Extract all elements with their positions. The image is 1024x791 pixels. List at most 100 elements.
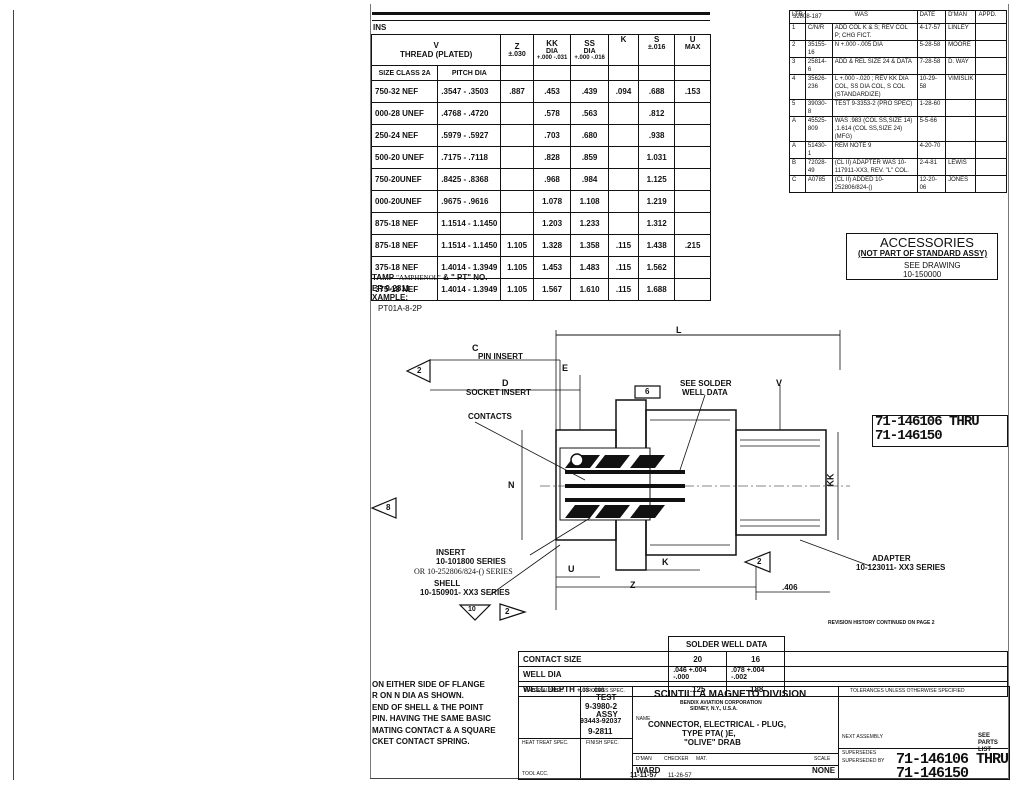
- table-cell-k: .115: [607, 278, 640, 301]
- stamp-note-line3: XAMPLE:: [372, 293, 408, 302]
- supersedes-label: SUPERSEDES: [842, 750, 877, 756]
- part-range-box: [872, 415, 1008, 447]
- flag-2-bottom-shape: [499, 603, 527, 621]
- adapter-body: [645, 409, 737, 556]
- col-k-header: K: [607, 34, 640, 66]
- table-cell-size: 250-24 NEF: [370, 124, 439, 147]
- thread-rows: 750-32 NEF.3547 - .3503.887.453.439.094.…: [370, 80, 711, 301]
- dim-kk-label: KK: [825, 473, 836, 487]
- flag-2-right: 2: [757, 557, 762, 566]
- revision-cell-ltr: 3: [789, 57, 806, 75]
- tb-hline-3: [632, 765, 838, 766]
- col-v-label: V: [433, 41, 439, 50]
- table-row: 750-32 NEF.3547 - .3503.887.453.439.094.…: [370, 80, 711, 103]
- sw-blank-2: [784, 666, 1008, 682]
- well-data-label: WELL DATA: [682, 388, 728, 397]
- revision-cell-dman: LINLEY: [945, 23, 977, 41]
- part-name-line-3: "OLIVE" DRAB: [684, 738, 741, 747]
- stamp-note-line2: ER 9-2811: [372, 284, 410, 293]
- superseded-by-label: SUPERSEDED BY: [842, 758, 885, 764]
- col-k-label: K: [620, 35, 627, 44]
- accessories-box: [846, 233, 998, 280]
- col-kk-tol: +.000 -.031: [536, 55, 568, 61]
- col-thread-label: THREAD (PLATED): [400, 50, 473, 59]
- revision-cell-dman: JONES: [945, 175, 977, 193]
- table-cell-s: 1.688: [638, 278, 676, 301]
- flag-10: 10: [468, 606, 476, 613]
- flag-2-top-shape: [405, 359, 431, 383]
- adapter-label: ADAPTER: [872, 554, 911, 563]
- scale-label: SCALE: [814, 756, 831, 762]
- revision-cell-date: 12-20-06: [916, 175, 947, 193]
- note-line-2: R ON N DIA AS SHOWN.: [372, 691, 464, 700]
- table-cell-z: 1.105: [500, 278, 534, 301]
- mat-label: MAT.: [696, 756, 708, 762]
- revision-cell-desc: (CL II) ADDED 10-252806/824-(): [831, 175, 918, 193]
- left-margin-line: [13, 10, 14, 780]
- col-ss-sub: DIA: [583, 48, 596, 55]
- accessories-subtitle: (NOT PART OF STANDARD ASSY): [858, 249, 988, 258]
- stamp-note-1c: & " PT" NO.: [443, 273, 488, 282]
- table-cell-size: 375-18 NEF: [370, 278, 439, 301]
- date-value: 11-11-57: [630, 772, 658, 779]
- stamp-note-line1: TAMP "AMPHENOL" & " PT" NO.: [372, 273, 488, 282]
- frame-right-line: [1008, 4, 1009, 779]
- table-top-rule: [372, 12, 710, 15]
- sw-depth-b: .188: [726, 681, 786, 697]
- col-ss-tol: +.000 -.016: [574, 55, 605, 61]
- sw-title-blank: [519, 637, 669, 652]
- flag-8: 8: [386, 503, 391, 512]
- sw-depth-label: WELL DEPTH: [523, 684, 575, 694]
- process-spec-1: 9-3980-2: [585, 702, 618, 711]
- table-cell-u: [674, 278, 711, 301]
- sw-blank-3: [784, 681, 1008, 697]
- col-z-tol: ±.030: [508, 51, 526, 58]
- revision-cell-dman: MOORE: [945, 40, 977, 58]
- insert-or-label: OR 10-252806/824-() SERIES: [414, 567, 513, 576]
- stamp-note-1a: TAMP: [372, 273, 394, 282]
- process-spec-3: 9-2811: [588, 727, 613, 736]
- shell-label: SHELL: [434, 579, 461, 588]
- name-label: NAME: [636, 716, 651, 722]
- note-line-4: PIN. HAVING THE SAME BASIC: [372, 714, 491, 723]
- col-u-label: U: [689, 35, 696, 44]
- revision-cell-ltr: A: [789, 116, 806, 142]
- revision-cell-ref: 35626-236: [804, 74, 833, 100]
- flag-2-right-shape: [743, 551, 771, 573]
- revision-cell-appd: [975, 116, 1007, 142]
- part-name-line-2: TYPE PTA( )E,: [682, 729, 736, 738]
- sw-dia-b: .078 +.004 -.002: [726, 666, 786, 682]
- flag-2-bottom: 2: [505, 607, 510, 616]
- leader-shell: [489, 544, 561, 596]
- table-top-rule-2: [372, 20, 710, 21]
- revision-cell-dman: VIMISLIK: [945, 74, 977, 100]
- dim-d-label: D: [502, 378, 509, 388]
- company-name: SCINTILLA MAGNETO DIVISION: [654, 689, 807, 700]
- sw-dia-a: .046 +.004 -.000: [668, 666, 728, 682]
- coupling-pin: [570, 453, 584, 467]
- scale-value: NONE: [812, 766, 836, 775]
- revision-cell-ref: 72028-49: [804, 158, 833, 176]
- part-range-1: 71-146106 THRU: [875, 414, 980, 430]
- dman-label: D'MAN: [636, 756, 652, 762]
- dman-value: WARD: [636, 766, 661, 775]
- table-row: 000-28 UNEF.4768 - .4720.578.563.812: [370, 102, 711, 125]
- sw-row-size: CONTACT SIZE: [517, 651, 670, 667]
- flag-8-shape: [370, 497, 397, 519]
- solder-well-table: SOLDER WELL DATA CONTACT SIZE 20 16 WELL…: [517, 636, 1008, 697]
- part-range-2: 71-146150: [875, 428, 943, 444]
- revision-cell-appd: [975, 175, 1007, 193]
- frame-bottom-line: [370, 778, 1010, 779]
- finish-spec-label: FINISH SPEC.: [586, 740, 619, 746]
- flag-6: 6: [645, 387, 650, 396]
- tb-vline-3: [838, 686, 839, 778]
